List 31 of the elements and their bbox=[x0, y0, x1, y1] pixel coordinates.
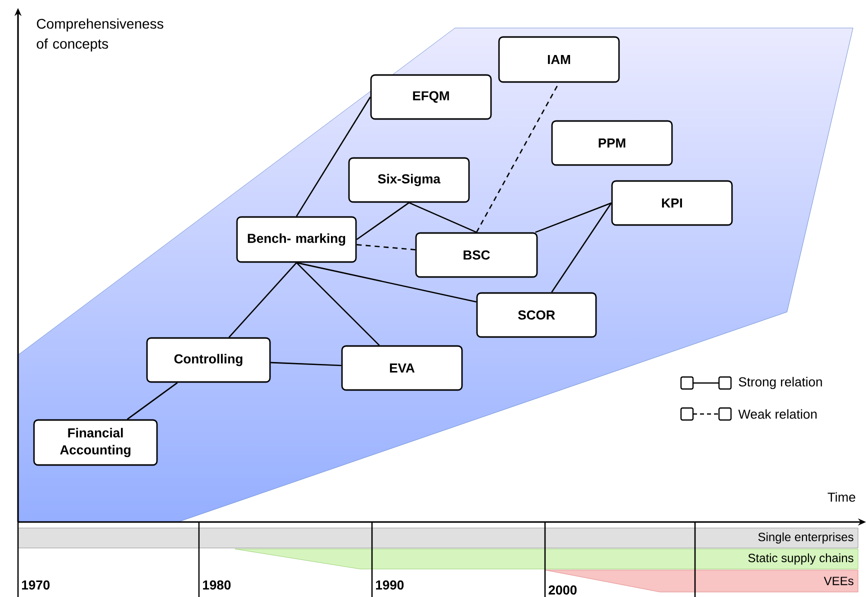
year-label: 2000 bbox=[548, 585, 577, 595]
year-label: 1990 bbox=[376, 580, 404, 590]
concept-box: EFQM bbox=[370, 74, 492, 120]
relation-line bbox=[228, 262, 297, 338]
relation-line bbox=[296, 262, 380, 346]
year-label: 1980 bbox=[203, 580, 231, 590]
concept-box: SCOR bbox=[476, 292, 597, 338]
relation-line bbox=[356, 244, 416, 250]
concept-box: Financial Accounting bbox=[33, 419, 158, 466]
concept-box: Bench- marking bbox=[236, 216, 357, 263]
timeline-band: Static supply chains bbox=[234, 548, 858, 570]
axis-label: Time bbox=[828, 492, 856, 502]
relation-line bbox=[296, 262, 476, 303]
concept-box: EVA bbox=[341, 345, 463, 391]
axis-label: Comprehensiveness of concepts bbox=[36, 18, 164, 52]
concept-box: BSC bbox=[415, 232, 538, 278]
concept-box: PPM bbox=[551, 120, 673, 166]
year-label: 1970 bbox=[22, 580, 50, 590]
concept-box: IAM bbox=[498, 36, 620, 83]
relation-line bbox=[126, 382, 178, 420]
relation-line bbox=[551, 202, 612, 293]
concept-box: Six-Sigma bbox=[348, 157, 470, 203]
legend-text: Strong relation bbox=[738, 376, 822, 390]
concept-box: Controlling bbox=[146, 337, 271, 383]
relation-line bbox=[356, 202, 410, 240]
legend-text: Weak relation bbox=[738, 409, 817, 419]
relation-line bbox=[270, 362, 342, 366]
relation-line bbox=[535, 202, 612, 233]
concept-box: KPI bbox=[611, 180, 733, 226]
timeline-band: Single enterprises bbox=[18, 528, 858, 548]
relation-line bbox=[408, 202, 477, 233]
